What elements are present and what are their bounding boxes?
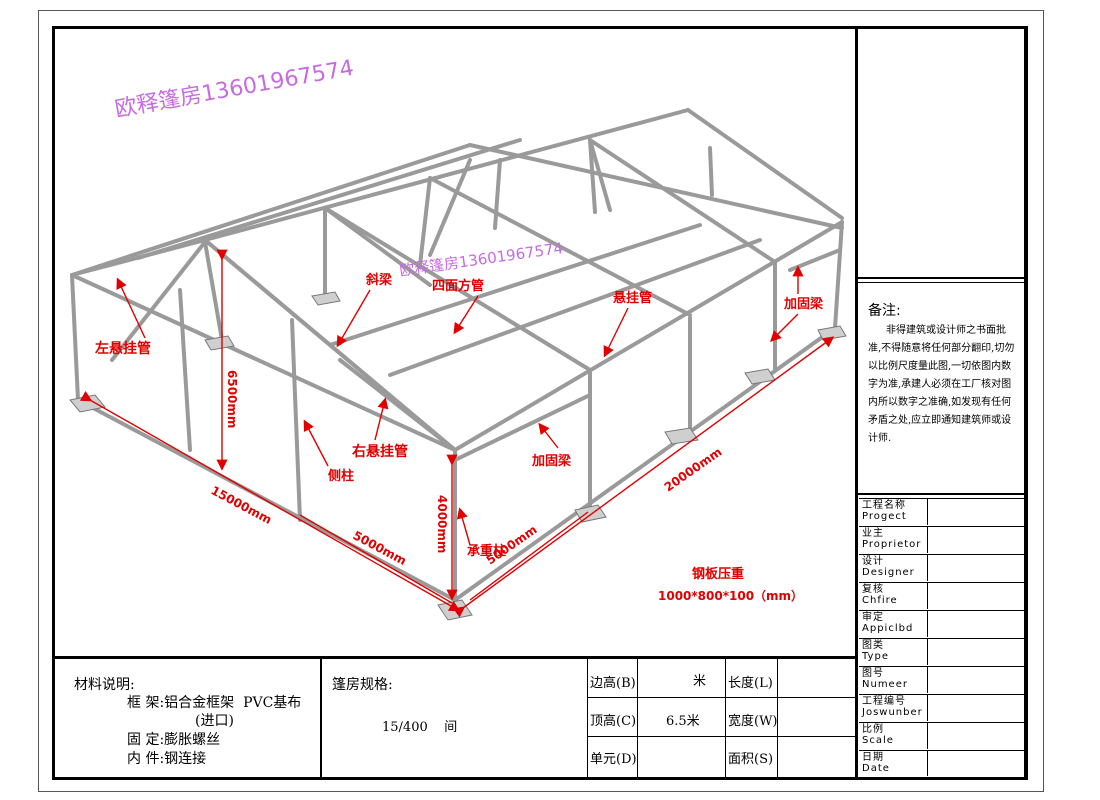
spec-title: 篷房规格: (332, 677, 393, 693)
tb-type-en: Type (862, 651, 889, 662)
dim-eave-height: 4000mm (435, 495, 449, 553)
materials-title: 材料说明: (74, 677, 135, 693)
tb-number-en: Numeer (862, 679, 908, 690)
label-hanging-pipe: 悬挂管 (613, 290, 652, 306)
materials-frame-cont: (进口) (195, 713, 234, 729)
table-top-label: 顶高(C) (590, 714, 637, 729)
dim-width: 15000mm (209, 483, 275, 527)
tb-owner-en: Proprietor (862, 539, 922, 550)
tb-designer-cn: 设计 (862, 556, 884, 567)
tb-number-cn: 图号 (862, 668, 884, 679)
table-col-1 (637, 659, 638, 778)
table-col-3 (777, 659, 778, 778)
tb-approve-en: Appiclbd (862, 623, 914, 634)
table-length-label: 长度(L) (728, 676, 773, 691)
table-top-value: 6.5米 (666, 714, 700, 729)
label-steel-plate: 钢板压重 (692, 566, 744, 582)
notes-top-divider-2 (858, 282, 1026, 283)
tb-check-cn: 复核 (862, 584, 884, 595)
label-reinforce-beam-mid: 加固梁 (531, 453, 572, 469)
materials-divider (320, 659, 322, 778)
label-side-column: 侧柱 (328, 468, 354, 484)
tb-designer-en: Designer (862, 567, 915, 578)
label-square-pipe: 四面方管 (432, 278, 484, 294)
table-row-2 (587, 736, 855, 737)
label-reinforce-beam-right: 加固梁 (783, 296, 824, 312)
notes-body: 非得建筑或设计师之书面批准,不得随意将任何部分翻印,切勿以比例尺度量此图,一切依… (868, 325, 1015, 444)
label-steel-plate-size: 1000*800*100（mm） (658, 588, 803, 603)
tb-job-number-cn: 工程编号 (862, 696, 906, 707)
table-area-label: 面积(S) (728, 752, 774, 767)
table-width-label: 宽度(W) (728, 714, 778, 729)
spec-divider (587, 659, 588, 778)
tb-owner-cn: 业主 (862, 528, 884, 539)
tb-approve-cn: 审定 (862, 612, 884, 623)
tb-scale-en: Scale (862, 735, 894, 746)
right-inner-edge (1024, 28, 1026, 778)
tb-project-cn: 工程名称 (862, 500, 906, 511)
table-row-1 (587, 697, 855, 698)
tb-project-en: Progect (862, 511, 907, 522)
dim-height-total: 6500mm (225, 370, 239, 428)
table-col-2 (725, 659, 726, 778)
aluminium-frame (70, 108, 844, 602)
tb-date-cn: 日期 (862, 752, 884, 763)
tb-type-cn: 图类 (862, 640, 884, 651)
dimension-lines (79, 249, 835, 618)
notes-title: 备注: (868, 303, 901, 319)
tb-check-en: Chfire (862, 595, 898, 606)
tb-date-en: Date (862, 763, 890, 774)
materials-parts: 内 件:钢连接 (127, 751, 207, 767)
titleblock-top-divider (858, 493, 1026, 495)
bottom-panel-divider (54, 656, 856, 659)
drawing-frame (52, 26, 1028, 780)
label-left-hanging-pipe: 左悬挂管 (94, 340, 151, 357)
table-unit-label: 单元(D) (590, 752, 637, 767)
materials-fixing: 固 定:膨胀螺丝 (127, 732, 221, 748)
right-panel-divider (855, 28, 858, 778)
notes-top-divider (858, 277, 1026, 279)
label-diagonal-beam: 斜梁 (365, 272, 393, 288)
table-eave-label: 边高(B) (590, 676, 636, 691)
tb-scale-cn: 比例 (862, 724, 884, 735)
table-eave-value: 米 (693, 674, 707, 689)
spec-value: 15/400 间 (382, 720, 458, 735)
materials-frame: 框 架:铝合金框架 PVC基布 (127, 695, 302, 711)
drawing-outer-border (38, 10, 1044, 792)
label-right-hanging-pipe: 右悬挂管 (351, 443, 408, 460)
label-load-column: 承重柱 (467, 543, 506, 559)
tb-job-number-en: Joswunber (862, 707, 923, 718)
dim-length: 20000mm (662, 445, 725, 495)
